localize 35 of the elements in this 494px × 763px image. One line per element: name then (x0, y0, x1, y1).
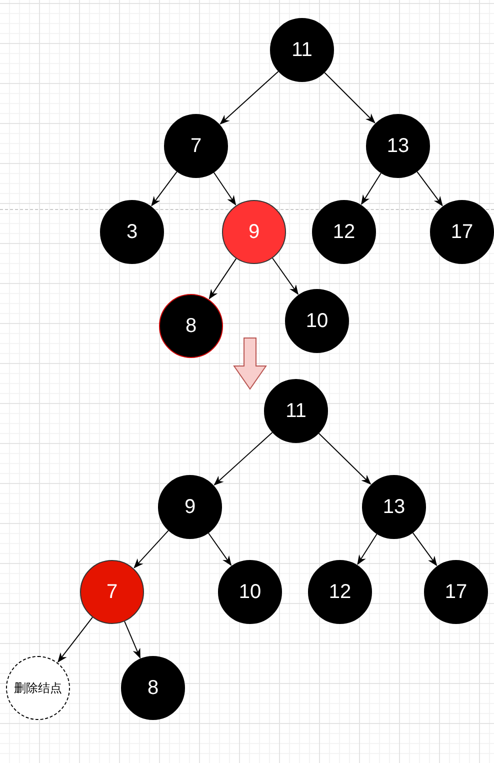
node-label: 12 (332, 220, 356, 245)
node-label: 10 (238, 580, 262, 605)
node-label: 删除结点 (14, 680, 62, 697)
arrow (357, 534, 378, 565)
node-label: 7 (106, 580, 118, 605)
arrow (324, 72, 376, 124)
arrow (361, 172, 382, 205)
arrow (220, 70, 279, 125)
block-arrow (233, 338, 267, 390)
arrow (214, 432, 273, 486)
arrow (151, 171, 178, 206)
arrow (416, 171, 443, 206)
node-label: 12 (328, 580, 352, 605)
arrow (318, 432, 372, 485)
arrow (208, 258, 237, 300)
node-label: 9 (184, 495, 196, 520)
node-label: 7 (190, 134, 202, 159)
node-label: 8 (147, 676, 159, 701)
arrow (213, 172, 236, 206)
arrow (272, 258, 298, 295)
node-label: 11 (286, 399, 306, 424)
arrow (58, 616, 93, 663)
node-label: 17 (450, 220, 474, 245)
arrow (134, 530, 169, 568)
node-label: 17 (444, 580, 468, 605)
arrow (412, 532, 438, 566)
node-label: 8 (185, 314, 197, 339)
node-label: 10 (306, 309, 328, 334)
arrow (208, 532, 232, 566)
node-label: 3 (126, 220, 138, 245)
node-label: 9 (248, 220, 260, 245)
node-label: 13 (386, 134, 410, 159)
node-label: 11 (292, 38, 312, 63)
node-label: 13 (382, 495, 406, 520)
arrow (124, 620, 141, 659)
